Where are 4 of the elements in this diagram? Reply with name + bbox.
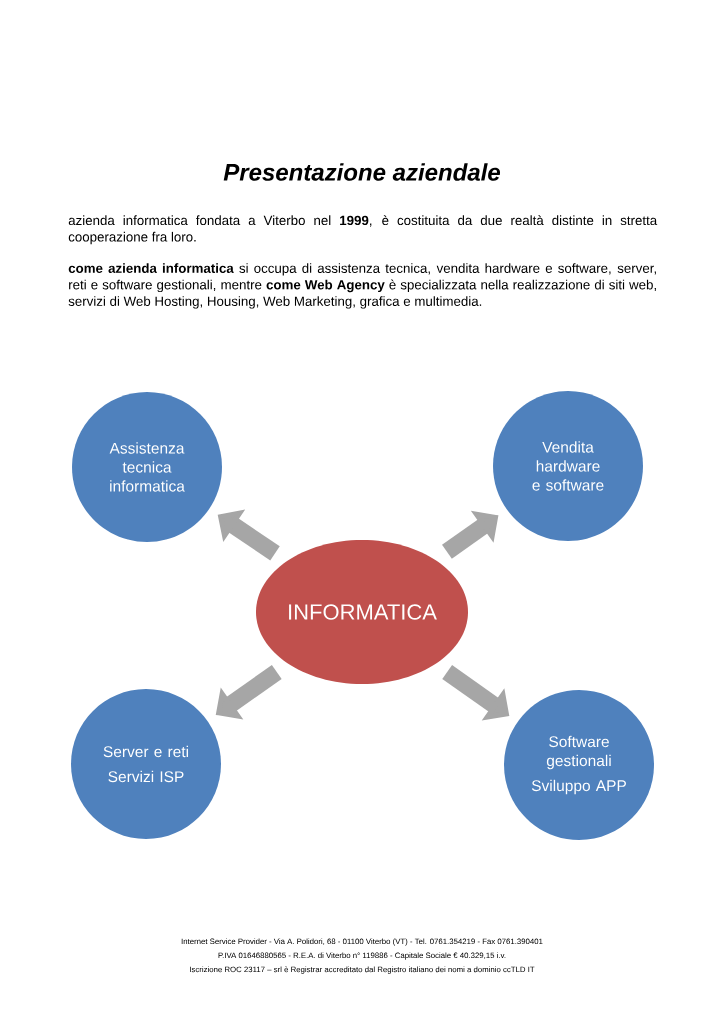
block-arrow (442, 510, 499, 559)
paragraph: azienda informatica fondata a Viterbo nel 1999, è costituita da due realtà distinte in stretta cooperazione fra loro. (68, 215, 658, 245)
title: Presentazione aziendale (223, 163, 501, 181)
paragraph: come azienda informatica si occupa di assistenza tecnica, vendita hardware e software, server, reti e software gestionali, mentre come Web Agency è specializzata nella realizzazione di siti web, servizi di Web Hosting, Housing, Web Marketing, grafica e multimedia. (68, 263, 656, 309)
